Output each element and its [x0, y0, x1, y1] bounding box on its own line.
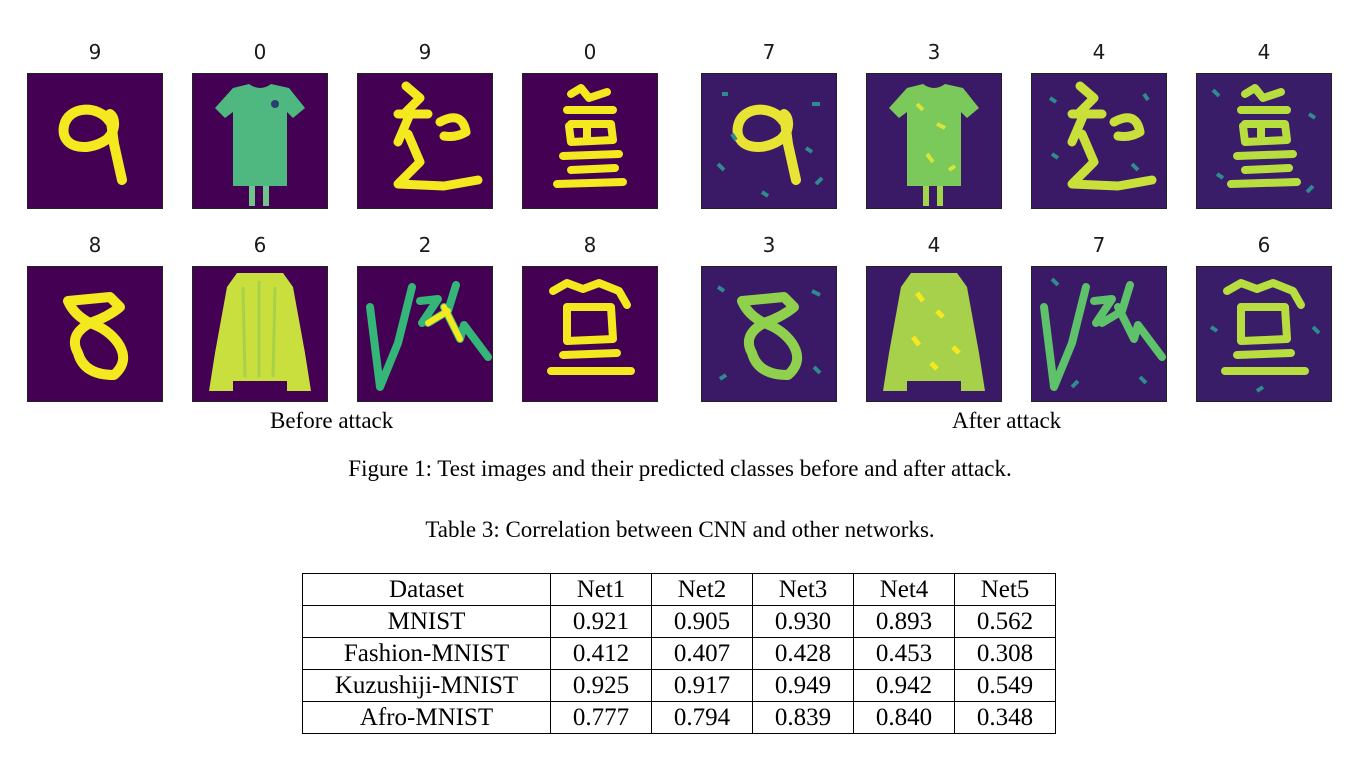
- value-cell: 0.840: [853, 701, 955, 734]
- table-header-row: Dataset Net1 Net2 Net3 Net4 Net5: [302, 573, 1056, 606]
- value-cell: 0.348: [954, 701, 1056, 734]
- dataset-cell: Fashion-MNIST: [302, 637, 551, 670]
- table-caption: Table 3: Correlation between CNN and oth…: [425, 517, 935, 542]
- predicted-class-label: 7: [762, 40, 776, 64]
- value-cell: 0.453: [853, 637, 955, 670]
- before-attack-label: Before attack: [270, 408, 394, 433]
- predicted-class-label: 3: [927, 40, 941, 64]
- value-cell: 0.562: [954, 605, 1056, 638]
- header-net4: Net4: [853, 573, 955, 606]
- value-cell: 0.917: [651, 669, 753, 702]
- value-cell: 0.428: [752, 637, 854, 670]
- predicted-class-label: 7: [1092, 233, 1106, 257]
- value-cell: 0.930: [752, 605, 854, 638]
- predicted-class-label: 4: [1257, 40, 1271, 64]
- dataset-cell: MNIST: [302, 605, 551, 638]
- coat-image: [192, 266, 328, 402]
- header-net1: Net1: [550, 573, 652, 606]
- predicted-class-label: 3: [762, 233, 776, 257]
- header-dataset: Dataset: [302, 573, 551, 606]
- value-cell: 0.308: [954, 637, 1056, 670]
- perturbed-kuzushiji-image: [1031, 73, 1167, 209]
- predicted-class-label: 2: [418, 233, 432, 257]
- digit-image: [27, 73, 163, 209]
- value-cell: 0.549: [954, 669, 1056, 702]
- perturbed-coat-image: [866, 266, 1002, 402]
- digit-image: [27, 266, 163, 402]
- predicted-class-label: 9: [88, 40, 102, 64]
- value-cell: 0.942: [853, 669, 955, 702]
- predicted-class-label: 8: [88, 233, 102, 257]
- table-row: MNIST 0.921 0.905 0.930 0.893 0.562: [302, 605, 1056, 638]
- kuzushiji-image: [357, 73, 493, 209]
- predicted-class-label: 4: [927, 233, 941, 257]
- header-net3: Net3: [752, 573, 854, 606]
- value-cell: 0.407: [651, 637, 753, 670]
- predicted-class-label: 4: [1092, 40, 1106, 64]
- predicted-class-label: 0: [253, 40, 267, 64]
- afro-digit-image: [522, 73, 658, 209]
- predicted-class-label: 6: [1257, 233, 1271, 257]
- perturbed-kuzushiji-image: [1031, 266, 1167, 402]
- value-cell: 0.949: [752, 669, 854, 702]
- value-cell: 0.921: [550, 605, 652, 638]
- table-row: Afro-MNIST 0.777 0.794 0.839 0.840 0.348: [302, 701, 1056, 734]
- value-cell: 0.777: [550, 701, 652, 734]
- header-net5: Net5: [954, 573, 1056, 606]
- perturbed-afro-digit-image: [1196, 73, 1332, 209]
- perturbed-digit-image: [701, 266, 837, 402]
- table-row: Kuzushiji-MNIST 0.925 0.917 0.949 0.942 …: [302, 669, 1056, 702]
- perturbed-digit-image: [701, 73, 837, 209]
- shirt-image: [192, 73, 328, 209]
- dataset-cell: Kuzushiji-MNIST: [302, 669, 551, 702]
- figure-caption: Figure 1: Test images and their predicte…: [348, 456, 1012, 481]
- predicted-class-label: 0: [583, 40, 597, 64]
- perturbed-afro-digit-image: [1196, 266, 1332, 402]
- after-attack-label: After attack: [952, 408, 1062, 433]
- perturbed-shirt-image: [866, 73, 1002, 209]
- value-cell: 0.794: [651, 701, 753, 734]
- header-net2: Net2: [651, 573, 753, 606]
- predicted-class-label: 6: [253, 233, 267, 257]
- afro-digit-image: [522, 266, 658, 402]
- value-cell: 0.839: [752, 701, 854, 734]
- value-cell: 0.893: [853, 605, 955, 638]
- dataset-cell: Afro-MNIST: [302, 701, 551, 734]
- table-row: Fashion-MNIST 0.412 0.407 0.428 0.453 0.…: [302, 637, 1056, 670]
- value-cell: 0.925: [550, 669, 652, 702]
- value-cell: 0.412: [550, 637, 652, 670]
- predicted-class-label: 8: [583, 233, 597, 257]
- predicted-class-label: 9: [418, 40, 432, 64]
- value-cell: 0.905: [651, 605, 753, 638]
- correlation-table: Dataset Net1 Net2 Net3 Net4 Net5 MNIST 0…: [302, 573, 1056, 734]
- kuzushiji-image: [357, 266, 493, 402]
